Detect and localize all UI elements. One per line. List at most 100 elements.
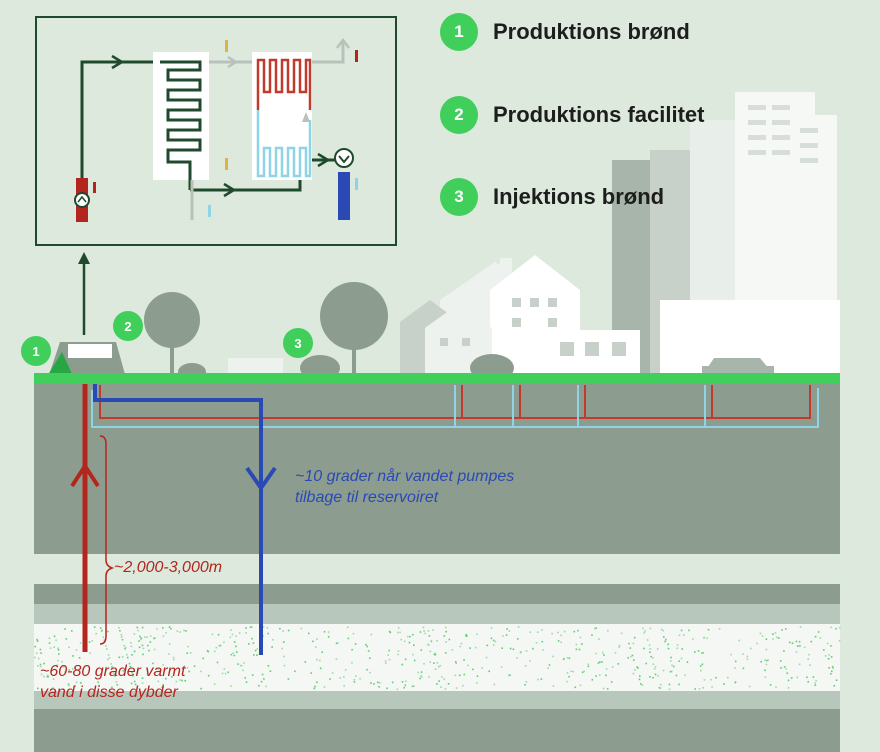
return-temperature-note: ~10 grader når vandet pumpes tilbage til… [295,466,514,508]
speckle [391,681,394,684]
speckle [408,641,411,644]
speckle [830,673,832,675]
speckle [423,663,425,665]
speckle [529,660,531,662]
speckle [516,657,518,659]
speckle [420,671,423,673]
thermometer-icon [355,178,358,190]
speckle [258,684,260,687]
marker-label: 1 [32,344,39,359]
speckle [734,667,736,669]
speckle [172,656,175,659]
speckle [432,629,434,631]
speckle [63,666,65,668]
speckle [557,640,560,642]
speckle [184,679,186,682]
speckle [142,653,144,656]
speckle [173,671,175,673]
speckle [72,655,74,657]
speckle [154,637,157,639]
speckle [509,647,512,650]
speckle [133,650,136,653]
speckle [152,662,154,665]
speckle [207,674,210,677]
speckle [55,639,57,641]
speckle [501,647,503,649]
speckle [108,657,111,659]
speckle [583,670,585,673]
rock-layer-lower [34,709,840,752]
speckle [61,660,63,663]
speckle [351,661,353,664]
speckle [458,674,461,677]
speckle [230,653,233,656]
speckle [427,630,430,632]
speckle [378,682,381,684]
city-skyline [400,92,840,380]
speckle [746,658,749,660]
speckle [281,647,283,650]
speckle [43,675,45,678]
speckle [121,638,124,641]
speckle [697,650,700,652]
speckle [113,672,115,674]
speckle [367,650,370,652]
speckle [366,668,368,671]
speckle [775,686,777,688]
speckle [400,638,402,641]
speckle [835,679,838,681]
speckle [445,626,447,629]
arrow-icon [111,54,125,70]
speckle [502,635,504,637]
house-branches [454,385,713,427]
speckle [791,642,794,644]
speckle [795,640,798,643]
speckle [681,648,683,650]
speckle [796,645,799,647]
speckle [378,686,380,688]
speckle [678,660,680,662]
speckle [570,670,573,672]
speckle [131,654,133,656]
speckle [429,661,431,663]
speckle [838,639,841,642]
speckle [831,670,833,673]
speckle [493,644,495,646]
speckle [352,632,355,635]
speckle [662,669,665,672]
speckle [759,632,762,635]
speckle [287,629,290,632]
speckle [53,646,55,648]
speckle [397,631,399,634]
speckle [411,685,414,688]
speckle [702,652,704,654]
speckle [537,678,539,681]
speckle [445,641,447,643]
pump-icon [74,192,90,208]
speckle [88,641,91,643]
speckle [103,639,105,641]
speckle [158,670,161,673]
speckle [124,646,127,649]
speckle [667,643,669,646]
arrow-icon [317,152,331,168]
speckle [812,676,815,678]
speckle [715,676,717,679]
speckle [756,642,758,645]
speckle [673,665,675,668]
speckle [412,653,414,656]
speckle [598,638,600,640]
speckle [319,659,321,662]
speckle [319,667,322,670]
speckle [200,670,202,673]
speckle [260,680,263,683]
legend-item-production-well: 1 Produktions brønd [440,12,690,52]
speckle [165,677,167,680]
speckle [251,674,254,676]
speckle [807,681,809,683]
speckle [269,670,272,672]
depth-bracket [99,435,115,645]
rock-layer-light [34,691,840,709]
speckle [327,631,330,633]
